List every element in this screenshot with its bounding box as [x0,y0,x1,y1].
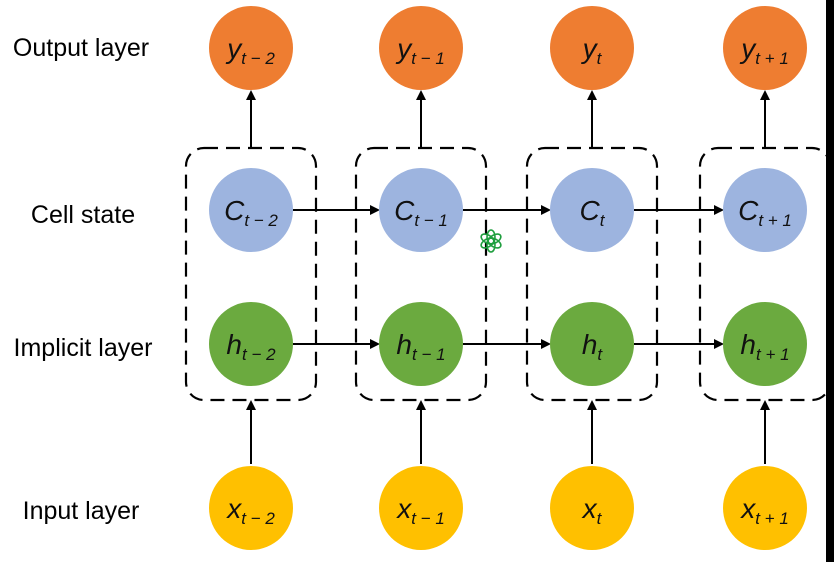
input-node-1: xt − 1 [379,466,463,550]
input-node-3: xt + 1 [723,466,807,550]
implicit-node-1: ht − 1 [379,302,463,386]
openai-logo-icon [480,229,502,253]
cell-node-3: Ct + 1 [723,168,807,252]
output-node-label-0: yt − 2 [225,33,275,68]
output-node-label-1: yt − 1 [395,33,445,68]
right-edge-strip [826,0,834,562]
output-layer-label: Output layer [12,34,150,62]
implicit-node-2: ht [550,302,634,386]
cell-node-0: Ct − 2 [209,168,293,252]
cell-node-label-2: Ct [580,195,606,230]
implicit-node-label-0: ht − 2 [226,329,276,364]
output-node-label-3: yt + 1 [739,33,789,68]
implicit-node-3: ht + 1 [723,302,807,386]
output-node-1: yt − 1 [379,6,463,90]
input-layer-label: Input layer [22,497,140,525]
output-node-3: yt + 1 [723,6,807,90]
input-node-label-2: xt [581,493,603,528]
input-node-label-1: xt − 1 [395,493,445,528]
implicit-node-label-3: ht + 1 [740,329,789,364]
output-node-label-2: yt [581,33,603,68]
implicit-node-0: ht − 2 [209,302,293,386]
input-node-label-0: xt − 2 [225,493,275,528]
cell-node-2: Ct [550,168,634,252]
implicit-node-label-1: ht − 1 [396,329,445,364]
implicit-layer-label: Implicit layer [13,334,153,362]
cell-node-label-0: Ct − 2 [224,195,278,230]
input-node-2: xt [550,466,634,550]
output-node-0: yt − 2 [209,6,293,90]
cell-node-1: Ct − 1 [379,168,463,252]
input-node-0: xt − 2 [209,466,293,550]
implicit-node-label-2: ht [582,329,604,364]
input-node-label-3: xt + 1 [739,493,789,528]
output-node-2: yt [550,6,634,90]
cell-node-label-1: Ct − 1 [394,195,448,230]
cell-state-label: Cell state [30,201,136,229]
cell-node-label-3: Ct + 1 [738,195,792,230]
